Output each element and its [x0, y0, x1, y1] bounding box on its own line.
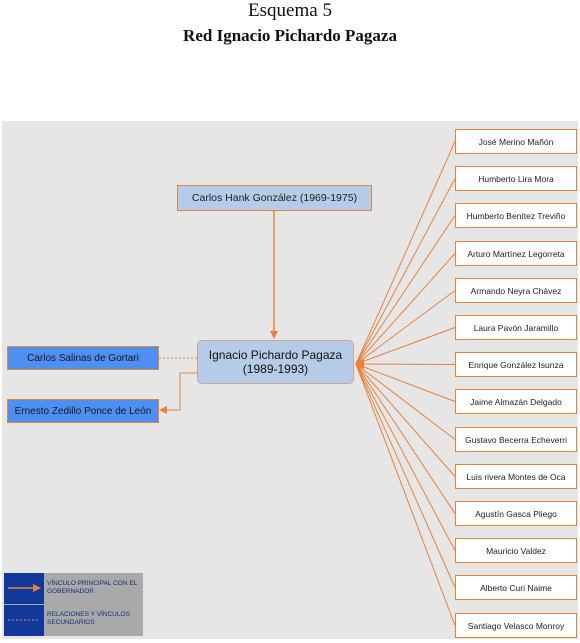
- associate-link: [355, 363, 456, 514]
- associate-node: Armando Neyra Chávez: [455, 278, 577, 303]
- figure-title: Red Ignacio Pichardo Pagaza: [183, 26, 397, 45]
- center-to-zedillo-link: [159, 372, 197, 414]
- associate-link: [355, 178, 456, 365]
- center-node-name: Ignacio Pichardo Pagaza: [208, 348, 343, 362]
- associate-arrowhead: [355, 359, 364, 369]
- associate-link: [355, 327, 456, 365]
- associate-node: Jaime Almazán Delgado: [455, 389, 577, 414]
- associate-node: Mauricio Valdez: [455, 538, 577, 563]
- president-node-zedillo: Ernesto Zedillo Ponce de León: [7, 399, 159, 423]
- associate-node: Gustavo Becerra Echeverri: [455, 427, 577, 452]
- associate-node: Humberto Lira Mora: [455, 166, 577, 191]
- associate-link: [355, 363, 456, 588]
- associate-node: Arturo Martínez Legorreta: [455, 241, 577, 266]
- center-node-period: (1989-1993): [242, 362, 309, 376]
- legend-swatch-main: [4, 573, 44, 604]
- associate-links: [355, 141, 456, 626]
- associate-node: Humberto Benítez Treviño: [455, 203, 577, 228]
- associate-link: [355, 363, 456, 477]
- associate-link: [355, 141, 456, 365]
- associate-link: [355, 253, 456, 365]
- legend-swatch-secondary: [4, 605, 44, 636]
- president-node-salinas: Carlos Salinas de Gortari: [7, 346, 159, 370]
- associate-link: [355, 363, 456, 440]
- associate-link: [355, 215, 456, 365]
- associate-link: [355, 363, 456, 402]
- associate-node: Agustín Gasca Pliego: [455, 501, 577, 526]
- associate-link: [355, 290, 456, 365]
- associate-node: Laura Pavón Jaramillo: [455, 315, 577, 340]
- figure-label: Esquema 5: [248, 0, 332, 21]
- associate-node: Enrique González Isunza: [455, 352, 577, 377]
- associate-node: Santiago Velasco Monroy: [455, 613, 577, 638]
- associate-node: Luis rivera Montes de Oca: [455, 464, 577, 489]
- legend: VÍNCULO PRINCIPAL CON EL GOBERNADOR RELA…: [4, 573, 143, 636]
- top-node-hank: Carlos Hank González (1969-1975): [177, 185, 372, 211]
- associate-link: [355, 363, 456, 626]
- legend-label-main: VÍNCULO PRINCIPAL CON EL GOBERNADOR: [47, 580, 138, 595]
- center-node: Ignacio Pichardo Pagaza (1989-1993): [197, 340, 354, 384]
- associate-link: [355, 363, 456, 551]
- associate-link: [355, 363, 456, 365]
- associate-node: José Merino Mañón: [455, 129, 577, 154]
- associate-node: Alberto Curi Naime: [455, 575, 577, 600]
- legend-label-secondary: RELACIONES Y VÍNCULOS SECUNDARIOS: [47, 611, 130, 626]
